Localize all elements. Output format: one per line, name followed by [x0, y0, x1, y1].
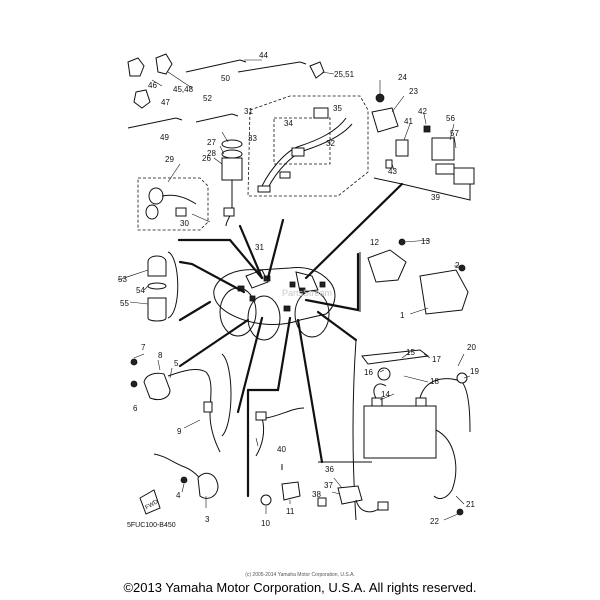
callout-31-harness: 31 — [244, 107, 253, 116]
callout-19: 19 — [470, 367, 479, 376]
vehicle-body-outline — [213, 267, 336, 341]
callout-53: 53 — [118, 275, 127, 284]
callout-44: 44 — [259, 51, 268, 60]
callout-29: 29 — [165, 155, 174, 164]
callout-57: 57 — [450, 129, 459, 138]
callout-3: 3 — [205, 515, 210, 524]
callout-labels: 1 2 3 4 5 6 7 8 9 10 11 12 13 14 15 16 1… — [118, 51, 479, 528]
clips-and-ties-group — [127, 53, 325, 129]
callout-27: 27 — [207, 138, 216, 147]
callout-8: 8 — [158, 351, 163, 360]
cap-and-cover-group — [147, 255, 167, 322]
callout-33: 33 — [248, 134, 257, 143]
pickup-coil-group — [139, 453, 219, 515]
cdi-rectifier-group — [367, 238, 469, 315]
relay-fuse-group — [371, 93, 475, 185]
callout-30: 30 — [180, 219, 189, 228]
callout-11: 11 — [286, 507, 295, 516]
callout-9: 9 — [177, 427, 182, 436]
callout-31-body: 31 — [255, 243, 264, 252]
callout-34: 34 — [284, 119, 293, 128]
callout-20: 20 — [467, 343, 476, 352]
main-switch-group — [221, 139, 243, 227]
callout-40: 40 — [277, 445, 286, 454]
callout-14: 14 — [381, 390, 390, 399]
callout-18: 18 — [430, 377, 439, 386]
callout-25-51: 25,51 — [334, 70, 355, 79]
callout-45-48: 45,48 — [173, 85, 194, 94]
callout-16: 16 — [364, 368, 373, 377]
watermark-text: PartsStream — [282, 288, 332, 298]
callout-35: 35 — [333, 104, 342, 113]
assembly-leaders — [177, 182, 404, 498]
wire-harness-group — [247, 95, 369, 197]
callout-49: 49 — [160, 133, 169, 142]
battery-group — [361, 349, 471, 516]
callout-50: 50 — [221, 74, 230, 83]
callout-32: 32 — [326, 139, 335, 148]
callout-12: 12 — [370, 238, 379, 247]
small-copyright-notice: (c) 2005-2014 Yamaha Motor Corporation, … — [245, 572, 355, 578]
callout-42: 42 — [418, 107, 427, 116]
callout-21: 21 — [466, 500, 475, 509]
callout-1: 1 — [400, 311, 405, 320]
callout-22: 22 — [430, 517, 439, 526]
callout-23: 23 — [409, 87, 418, 96]
callout-13: 13 — [421, 237, 430, 246]
callout-28: 28 — [207, 149, 216, 158]
callout-36: 36 — [325, 465, 334, 474]
callout-7: 7 — [141, 343, 146, 352]
callout-56: 56 — [446, 114, 455, 123]
callout-26: 26 — [202, 154, 211, 163]
copyright-notice: ©2013 Yamaha Motor Corporation, U.S.A. A… — [123, 580, 477, 595]
callout-43: 43 — [388, 167, 397, 176]
callout-10: 10 — [261, 519, 270, 528]
callout-41: 41 — [404, 117, 413, 126]
callout-6: 6 — [133, 404, 138, 413]
callout-24: 24 — [398, 73, 407, 82]
connector-group — [317, 485, 389, 513]
group-brackets — [167, 174, 471, 521]
callout-55: 55 — [120, 299, 129, 308]
callout-52: 52 — [203, 94, 212, 103]
callout-37: 37 — [324, 481, 333, 490]
callout-17: 17 — [432, 355, 441, 364]
callout-4: 4 — [176, 491, 181, 500]
ignition-coil-group — [130, 358, 221, 453]
callout-5: 5 — [174, 359, 179, 368]
diagram-code: 5FUC100-B450 — [127, 522, 176, 529]
callout-leader-lines — [117, 59, 471, 521]
callout-54: 54 — [136, 286, 145, 295]
callout-38: 38 — [312, 490, 321, 499]
sensor-connector-group — [137, 177, 209, 231]
callout-15: 15 — [406, 348, 415, 357]
callout-47: 47 — [161, 98, 170, 107]
callout-46: 46 — [148, 81, 157, 90]
neutral-switch-group — [255, 407, 305, 506]
callout-39: 39 — [431, 193, 440, 202]
callout-2: 2 — [455, 261, 460, 270]
